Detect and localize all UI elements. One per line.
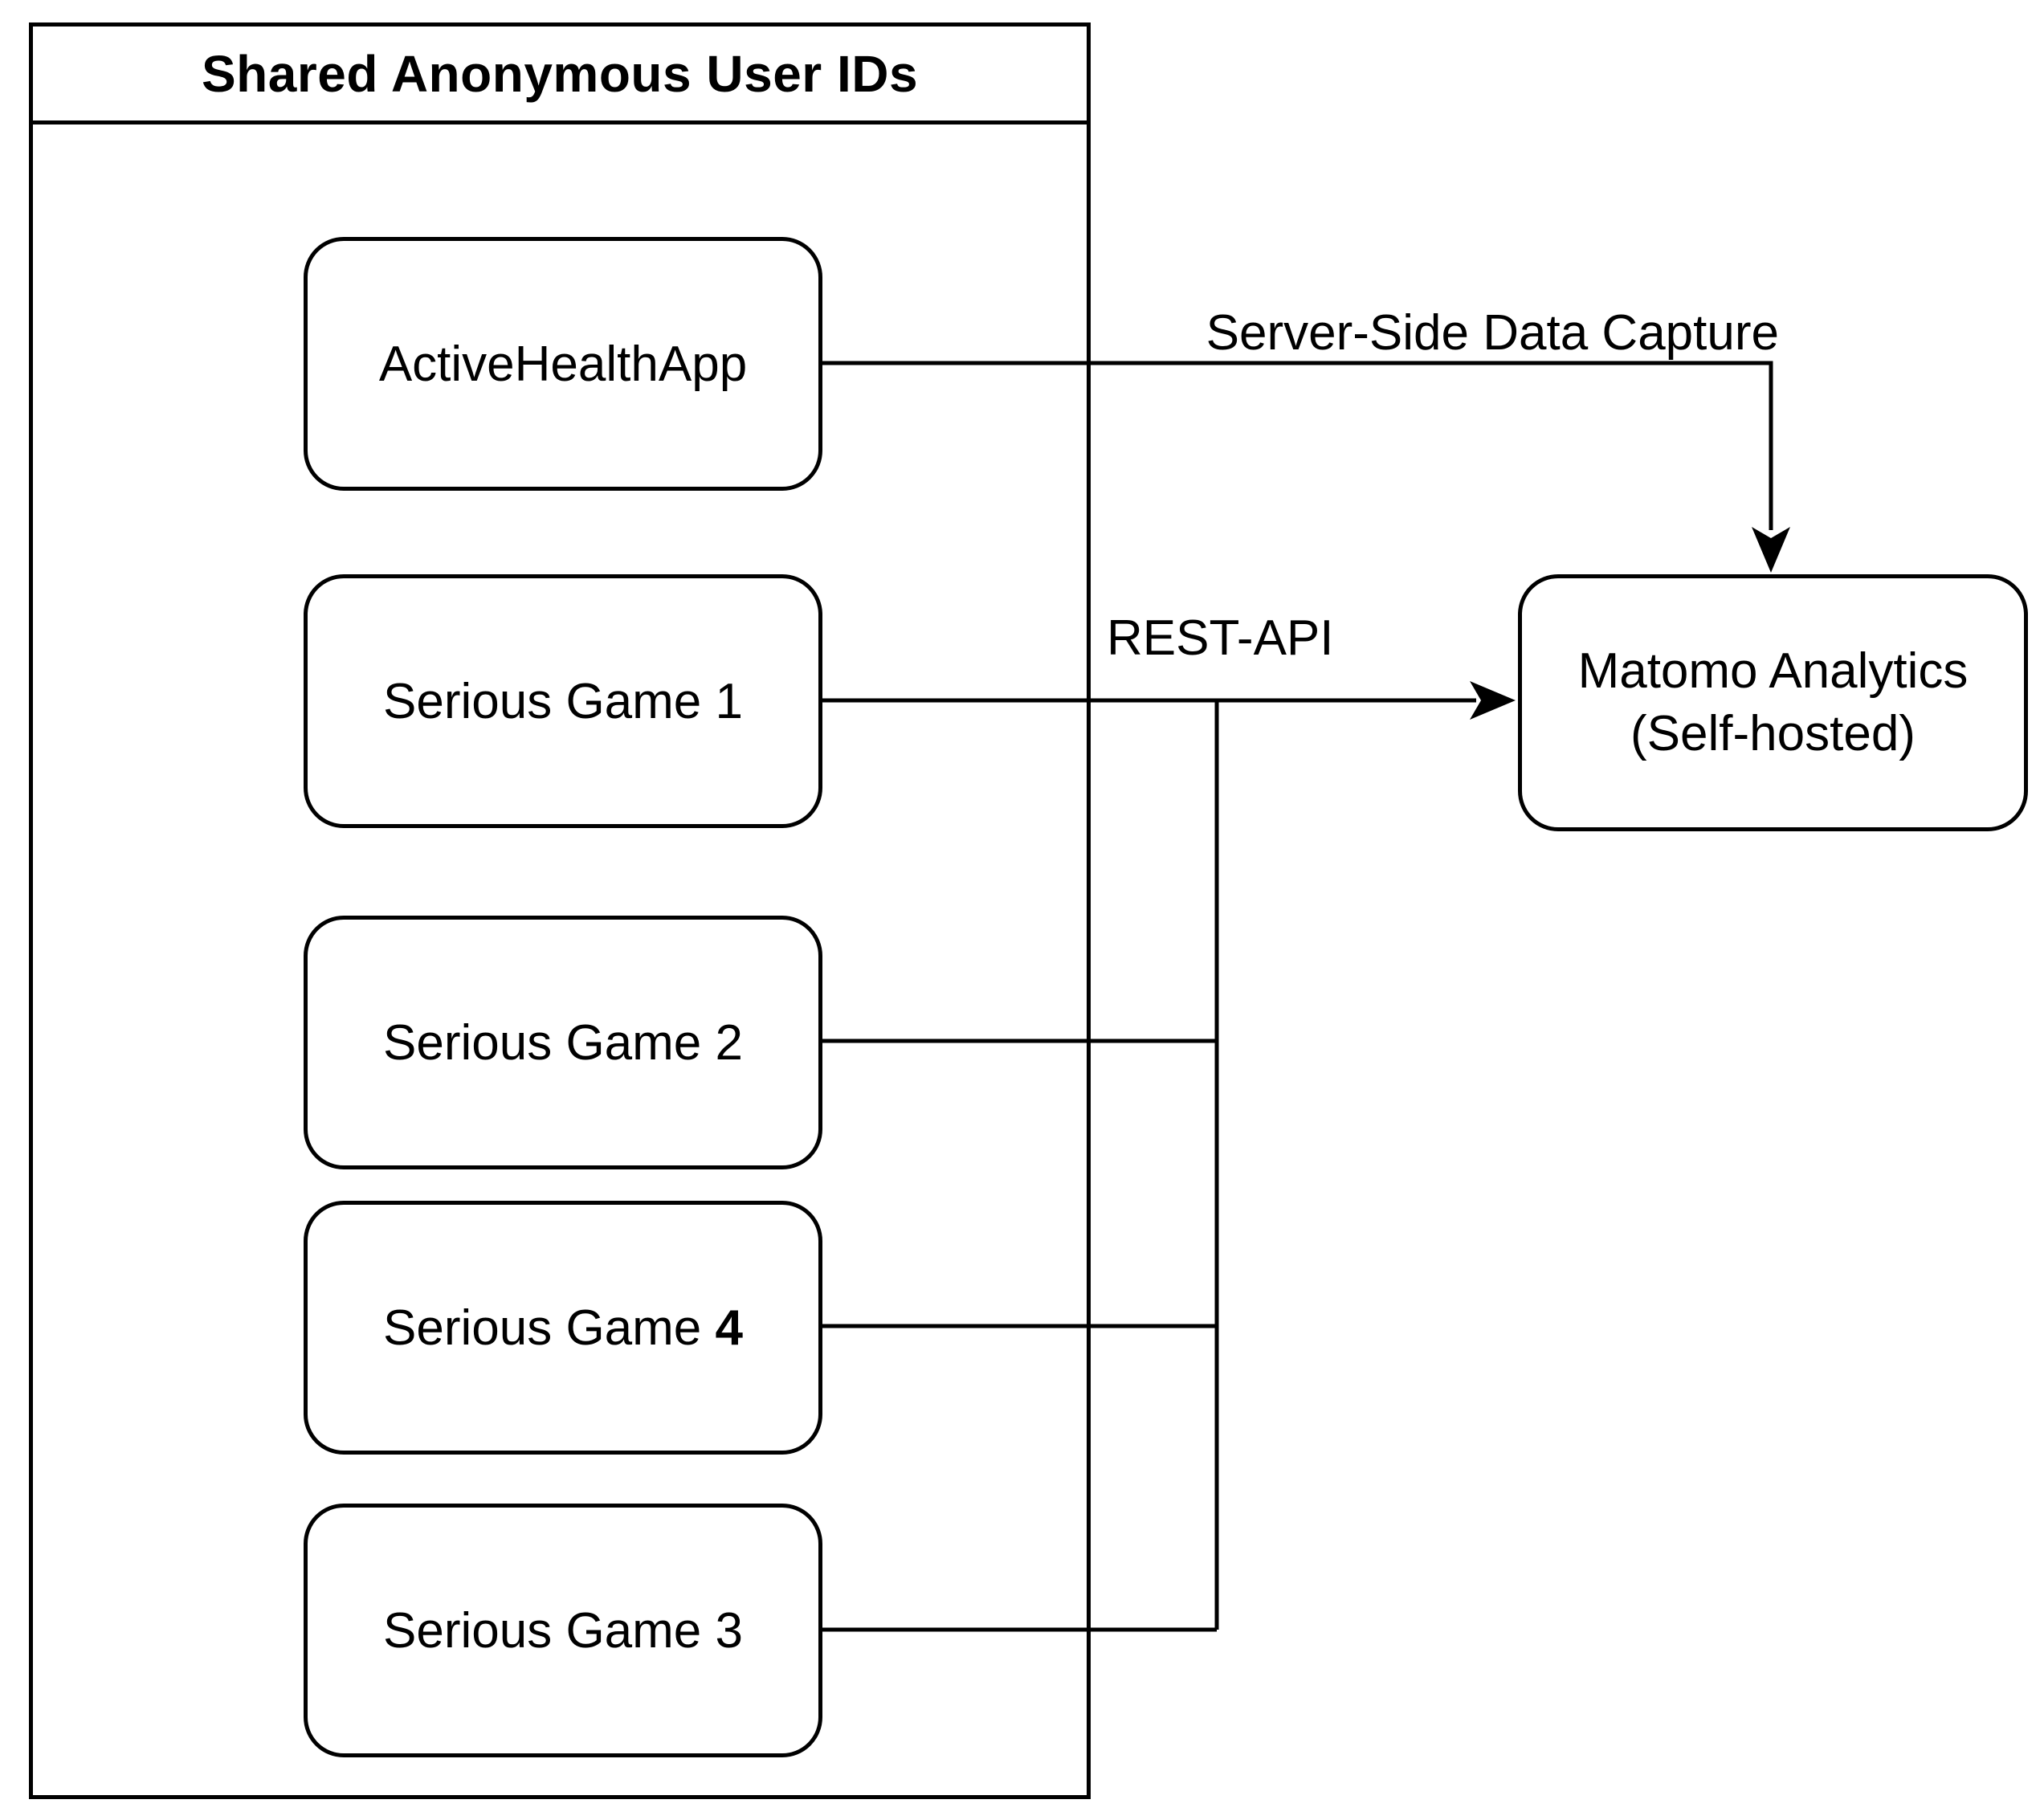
group-title: Shared Anonymous User IDs	[33, 27, 1087, 124]
node-activehealthapp: ActiveHealthApp	[304, 237, 822, 491]
arrowhead-right-icon	[1470, 681, 1516, 720]
edge-label-rest-api: REST-API	[1107, 610, 1334, 666]
node-serious-game-3: Serious Game 3	[304, 1504, 822, 1757]
node-serious-game-4-number: 4	[715, 1300, 743, 1356]
node-activehealthapp-label: ActiveHealthApp	[378, 336, 748, 392]
node-matomo-label-line2: (Self-hosted)	[1630, 706, 1916, 761]
node-serious-game-2: Serious Game 2	[304, 916, 822, 1169]
node-serious-game-1: Serious Game 1	[304, 574, 822, 828]
edge-label-server-side-data-capture: Server-Side Data Capture	[1206, 305, 1779, 361]
node-serious-game-4-label: Serious Game 4	[383, 1300, 743, 1356]
node-serious-game-1-label: Serious Game 1	[383, 673, 743, 729]
node-serious-game-2-label: Serious Game 2	[383, 1014, 743, 1071]
node-matomo-label-line1: Matomo Analytics	[1577, 643, 1969, 699]
node-matomo-analytics: Matomo Analytics (Self-hosted)	[1518, 574, 2028, 831]
arrowhead-down-icon	[1752, 527, 1790, 573]
node-serious-game-3-label: Serious Game 3	[383, 1602, 743, 1659]
shared-user-ids-group: Shared Anonymous User IDs	[29, 22, 1091, 1799]
node-serious-game-4: Serious Game 4	[304, 1201, 822, 1455]
